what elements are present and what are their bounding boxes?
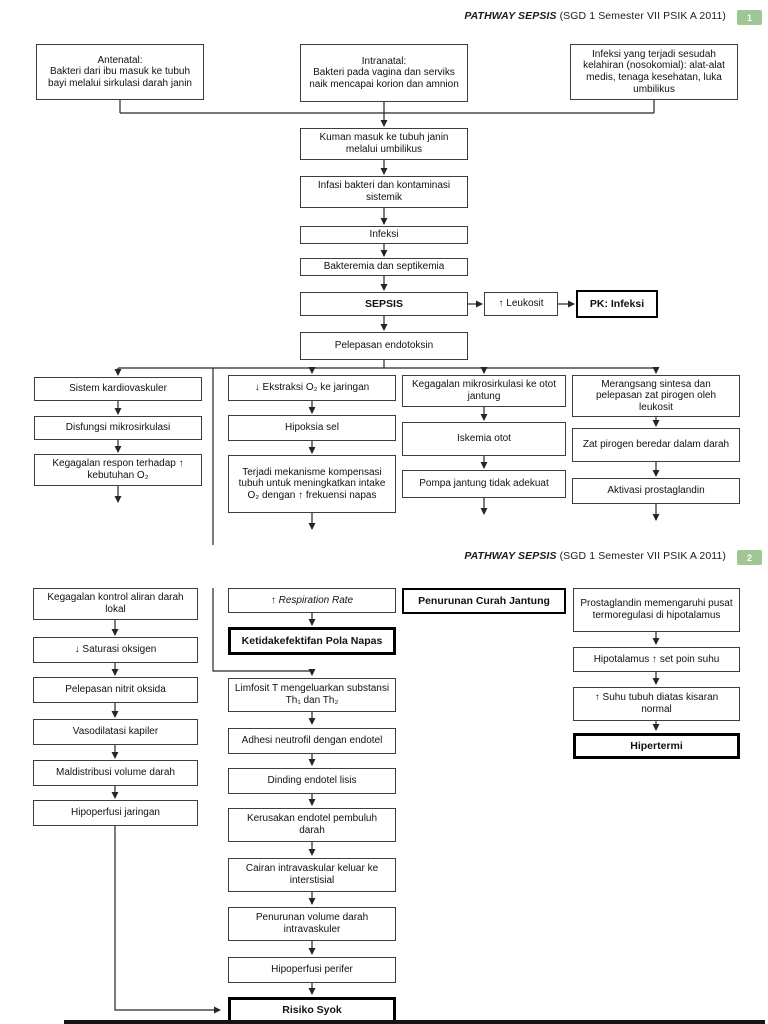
page1-title: PATHWAY SEPSIS xyxy=(464,10,557,22)
node-limfosit-t: Limfosit T mengeluarkan substansi Th₁ da… xyxy=(228,678,396,712)
node-dinding-endotel-lisis: Dinding endotel lisis xyxy=(228,768,396,794)
node-leukosit: ↑ Leukosit xyxy=(484,292,558,316)
page2-title: PATHWAY SEPSIS xyxy=(464,550,557,562)
node-hipertermi: Hipertermi xyxy=(573,733,740,759)
page2-header: PATHWAY SEPSIS (SGD 1 Semester VII PSIK … xyxy=(0,550,726,562)
node-hipoksia-sel: Hipoksia sel xyxy=(228,415,396,441)
node-ekstraksi-o2: ↓ Ekstraksi O₂ ke jaringan xyxy=(228,375,396,401)
node-penurunan-volume-darah: Penurunan volume darah intravaskuler xyxy=(228,907,396,941)
node-nitrit-oksida: Pelepasan nitrit oksida xyxy=(33,677,198,703)
node-zat-pirogen-darah: Zat pirogen beredar dalam darah xyxy=(572,428,740,462)
node-aktivasi-prostaglandin: Aktivasi prostaglandin xyxy=(572,478,740,504)
node-kuman-masuk: Kuman masuk ke tubuh janin melalui umbil… xyxy=(300,128,468,160)
node-ketidakefektifan-pola-napas: Ketidakefektifan Pola Napas xyxy=(228,627,396,655)
node-antenatal: Antenatal: Bakteri dari ibu masuk ke tub… xyxy=(36,44,204,100)
node-kegagalan-respon: Kegagalan respon terhadap ↑ kebutuhan O₂ xyxy=(34,454,202,486)
node-vasodilatasi-kapiler: Vasodilatasi kapiler xyxy=(33,719,198,745)
node-hipotalamus-set-poin: Hipotalamus ↑ set poin suhu xyxy=(573,647,740,672)
page1-number-badge: 1 xyxy=(737,10,762,25)
node-hipoperfusi-jaringan: Hipoperfusi jaringan xyxy=(33,800,198,826)
node-respiration-rate: ↑ Respiration Rate xyxy=(228,588,396,613)
node-prostaglandin-termoregulasi: Prostaglandin memengaruhi pusat termoreg… xyxy=(573,588,740,632)
node-sistem-kardiovaskuler: Sistem kardiovaskuler xyxy=(34,377,202,401)
node-iskemia-otot: Iskemia otot xyxy=(402,422,566,456)
page1-header: PATHWAY SEPSIS (SGD 1 Semester VII PSIK … xyxy=(0,10,726,22)
node-pelepasan-endotoksin: Pelepasan endotoksin xyxy=(300,332,468,360)
node-hipoperfusi-perifer: Hipoperfusi perifer xyxy=(228,957,396,983)
node-postnatal-infection: Infeksi yang terjadi sesudah kelahiran (… xyxy=(570,44,738,100)
node-mekanisme-kompensasi: Terjadi mekanisme kompensasi tubuh untuk… xyxy=(228,455,396,513)
node-sintesa-pirogen: Merangsang sintesa dan pelepasan zat pir… xyxy=(572,375,740,417)
node-adhesi-neutrofil: Adhesi neutrofil dengan endotel xyxy=(228,728,396,754)
page2-number-badge: 2 xyxy=(737,550,762,565)
node-infasi-bakteri: Infasi bakteri dan kontaminasi sistemik xyxy=(300,176,468,208)
node-kegagalan-kontrol-aliran: Kegagalan kontrol aliran darah lokal xyxy=(33,588,198,620)
node-pk-infeksi: PK: Infeksi xyxy=(576,290,658,318)
node-maldistribusi-volume: Maldistribusi volume darah xyxy=(33,760,198,786)
node-kegagalan-mikrosirkulasi-jantung: Kegagalan mikrosirkulasi ke otot jantung xyxy=(402,375,566,407)
node-sepsis: SEPSIS xyxy=(300,292,468,316)
node-cairan-intravaskular: Cairan intravaskular keluar ke interstis… xyxy=(228,858,396,892)
node-penurunan-curah-jantung: Penurunan Curah Jantung xyxy=(402,588,566,614)
node-disfungsi-mikrosirkulasi: Disfungsi mikrosirkulasi xyxy=(34,416,202,440)
node-saturasi-oksigen: ↓ Saturasi oksigen xyxy=(33,637,198,663)
node-kerusakan-endotel: Kerusakan endotel pembuluh darah xyxy=(228,808,396,842)
node-pompa-jantung: Pompa jantung tidak adekuat xyxy=(402,470,566,498)
node-bakteremia: Bakteremia dan septikemia xyxy=(300,258,468,276)
page2-subtitle: (SGD 1 Semester VII PSIK A 2011) xyxy=(556,550,726,562)
page1-subtitle: (SGD 1 Semester VII PSIK A 2011) xyxy=(556,10,726,22)
node-intranatal: Intranatal: Bakteri pada vagina dan serv… xyxy=(300,44,468,102)
node-suhu-tubuh-naik: ↑ Suhu tubuh diatas kisaran normal xyxy=(573,687,740,721)
node-infeksi: Infeksi xyxy=(300,226,468,244)
page-cut-strip xyxy=(64,1020,765,1024)
